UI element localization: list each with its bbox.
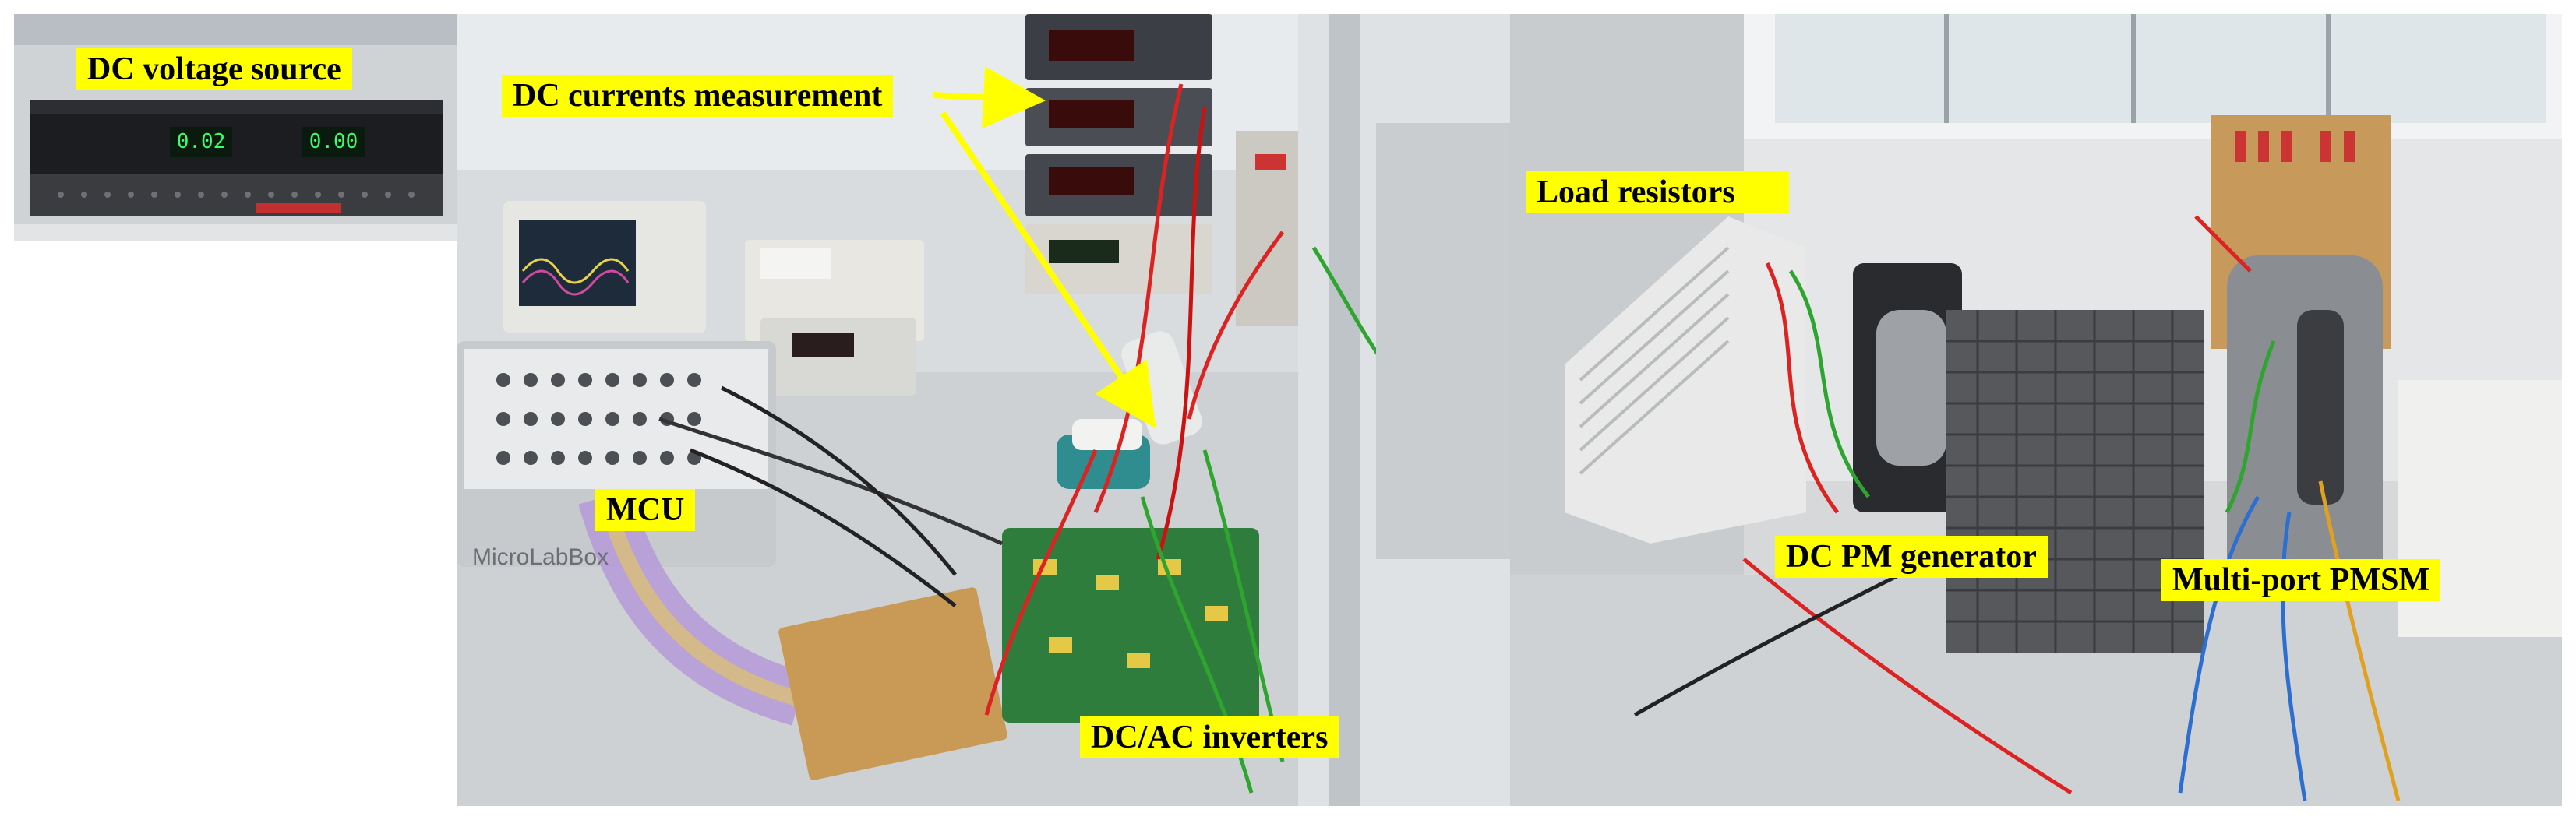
source-left-display: 0.02 (176, 130, 226, 153)
label-dc-ac-inverters: DC/AC inverters (1080, 716, 1339, 758)
photo-lab-bench: MicroLabBox (457, 14, 1510, 806)
source-right-display: 0.00 (309, 130, 358, 153)
label-multi-port-pmsm: Multi-port PMSM (2161, 559, 2441, 601)
label-dc-voltage-source: DC voltage source (76, 48, 352, 90)
label-load-resistors: Load resistors (1526, 171, 1789, 213)
label-dc-pm-generator: DC PM generator (1775, 536, 2048, 578)
label-dc-currents-measurement: DC currents measurement (502, 75, 894, 117)
label-mcu: MCU (595, 489, 696, 531)
photo-machine-setup (1510, 14, 2562, 806)
labbox-brand-text: MicroLabBox (472, 544, 609, 570)
